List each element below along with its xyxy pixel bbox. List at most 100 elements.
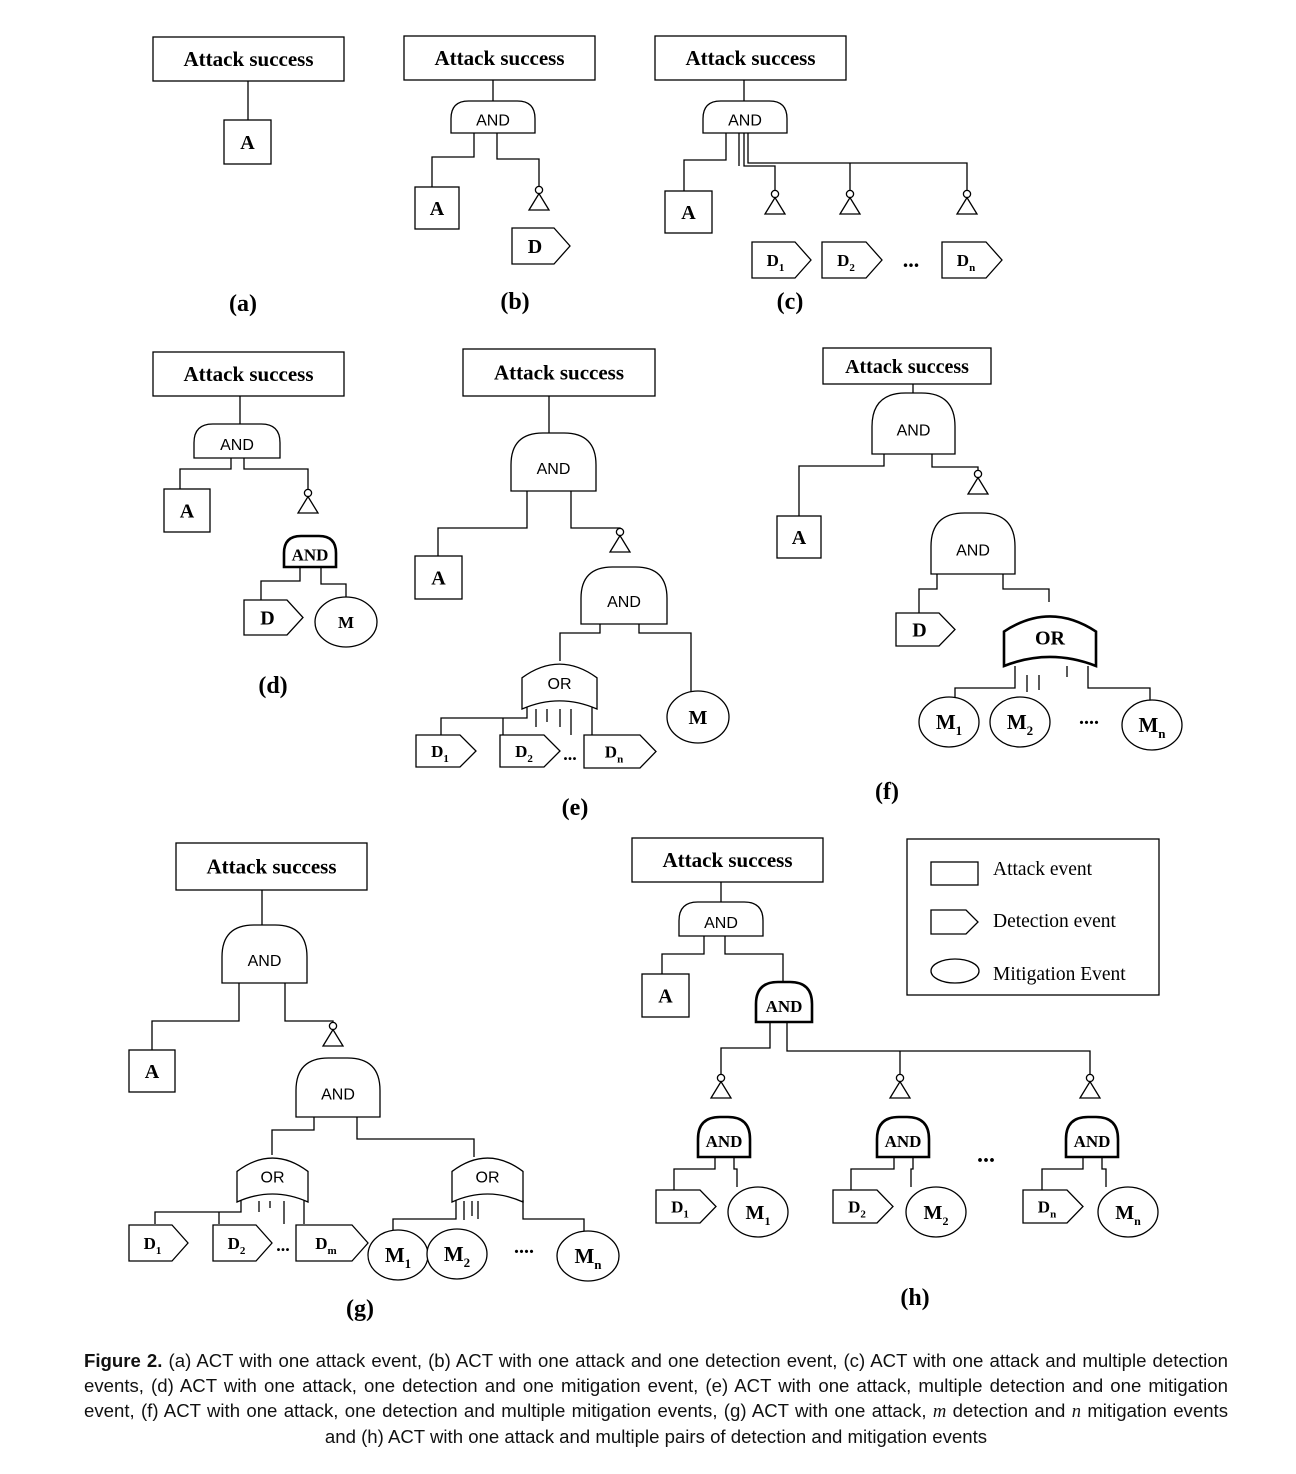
connector-line xyxy=(570,491,621,532)
attack-success-label: Attack success xyxy=(434,46,564,70)
and-gate xyxy=(1064,1115,1120,1159)
connector-line xyxy=(179,458,232,489)
connector-line xyxy=(850,1157,895,1190)
legend-detection-swatch xyxy=(930,909,979,935)
ellipsis: .... xyxy=(514,1236,534,1258)
and-gate xyxy=(510,432,597,492)
connector-line xyxy=(786,1022,1091,1078)
attack-event-label: A xyxy=(431,567,446,589)
connector-line xyxy=(431,133,475,187)
caption-var-n: n xyxy=(1071,1401,1081,1422)
attack-success-label: Attack success xyxy=(183,47,313,71)
detection-event-label: D xyxy=(260,607,274,629)
caption-text-3: mitigation events and (h) ACT with one a… xyxy=(324,1400,1228,1447)
attack-success-box xyxy=(631,837,824,883)
not-gate-triangle xyxy=(955,196,979,215)
connector-line xyxy=(638,624,692,694)
connector-line xyxy=(522,1200,585,1232)
connector-line xyxy=(154,1200,242,1224)
or-gate-label: OR xyxy=(548,676,572,693)
mitigation-event-shape xyxy=(426,1228,488,1280)
panel-label-e: (e) xyxy=(562,795,589,821)
connector-line xyxy=(392,1200,457,1236)
or-gate xyxy=(236,1157,309,1204)
not-gate-triangle xyxy=(966,476,990,495)
and-gate-label: AND xyxy=(766,997,803,1016)
connector-line xyxy=(918,574,938,613)
detection-event-label: D xyxy=(528,236,542,258)
not-gate-triangle xyxy=(321,1028,345,1047)
attack-event-label: A xyxy=(792,527,807,549)
and-gate xyxy=(678,901,764,937)
connector-line xyxy=(284,983,334,1026)
panel-label-f: (f) xyxy=(875,779,899,805)
mitigation-event-shape xyxy=(1121,699,1183,751)
and-gate-label: AND xyxy=(728,113,762,130)
connector-line xyxy=(747,133,968,190)
legend-mitigation-swatch xyxy=(930,958,980,984)
not-gate-triangle xyxy=(608,534,632,553)
attack-event-label: A xyxy=(430,198,445,220)
and-gate xyxy=(282,534,338,569)
attack-success-box xyxy=(822,347,992,385)
detection-event-shape xyxy=(499,734,561,768)
and-gate-label: AND xyxy=(476,113,510,130)
mitigation-event-shape xyxy=(1097,1186,1159,1238)
panel-label-g: (g) xyxy=(346,1296,374,1322)
and-gate xyxy=(871,392,956,455)
detection-event-shape xyxy=(212,1224,273,1262)
attack-event-label: A xyxy=(681,202,696,224)
attack-success-label: Attack success xyxy=(845,356,969,378)
attack-success-label: Attack success xyxy=(206,855,336,879)
detection-event-shape xyxy=(832,1189,894,1224)
detection-event-shape xyxy=(511,227,571,265)
and-gate-label: AND xyxy=(321,1086,355,1103)
or-gate-label: OR xyxy=(1035,627,1066,649)
detection-event-shape xyxy=(941,241,1003,279)
mitigation-event-shape xyxy=(314,596,378,648)
attack-success-box xyxy=(175,842,368,891)
and-gate xyxy=(295,1057,381,1118)
and-gate xyxy=(450,100,536,134)
connector-line xyxy=(440,707,528,735)
attack-success-label: Attack success xyxy=(183,362,313,386)
and-gate-label: AND xyxy=(537,461,571,478)
ellipsis: ... xyxy=(903,247,920,272)
connector-line xyxy=(910,1157,914,1187)
not-gate-triangle xyxy=(296,495,320,514)
not-gate-triangle xyxy=(838,196,862,215)
and-gate xyxy=(930,512,1016,575)
mitigation-event-label: M xyxy=(338,613,354,632)
ellipsis: ... xyxy=(563,744,577,764)
attack-event-label: A xyxy=(658,985,673,1007)
legend-attack-swatch xyxy=(930,861,979,886)
and-gate xyxy=(754,980,814,1024)
legend-detection-label: Detection event xyxy=(993,911,1116,932)
attack-event-box xyxy=(223,119,272,165)
not-gate-triangle xyxy=(888,1080,912,1099)
and-gate-label: AND xyxy=(956,543,990,560)
connector-line xyxy=(437,491,528,556)
mitigation-event-shape xyxy=(666,690,730,744)
and-gate-label: AND xyxy=(704,915,738,932)
attack-success-box xyxy=(403,35,596,81)
caption-text-1: (a) ACT with one attack event, (b) ACT w… xyxy=(84,1350,1228,1421)
panel-label-d: (d) xyxy=(258,673,287,699)
panel-label-c: (c) xyxy=(777,289,804,315)
connector-line xyxy=(559,624,601,661)
connector-line xyxy=(496,133,540,186)
ellipsis: ... xyxy=(977,1142,995,1168)
panel-label-h: (h) xyxy=(900,1285,929,1311)
ellipsis: ... xyxy=(276,1235,290,1255)
attack-success-box xyxy=(152,351,345,397)
detection-event-shape xyxy=(295,1224,369,1262)
detection-event-shape xyxy=(655,1189,717,1224)
and-gate-label: AND xyxy=(1074,1132,1111,1151)
